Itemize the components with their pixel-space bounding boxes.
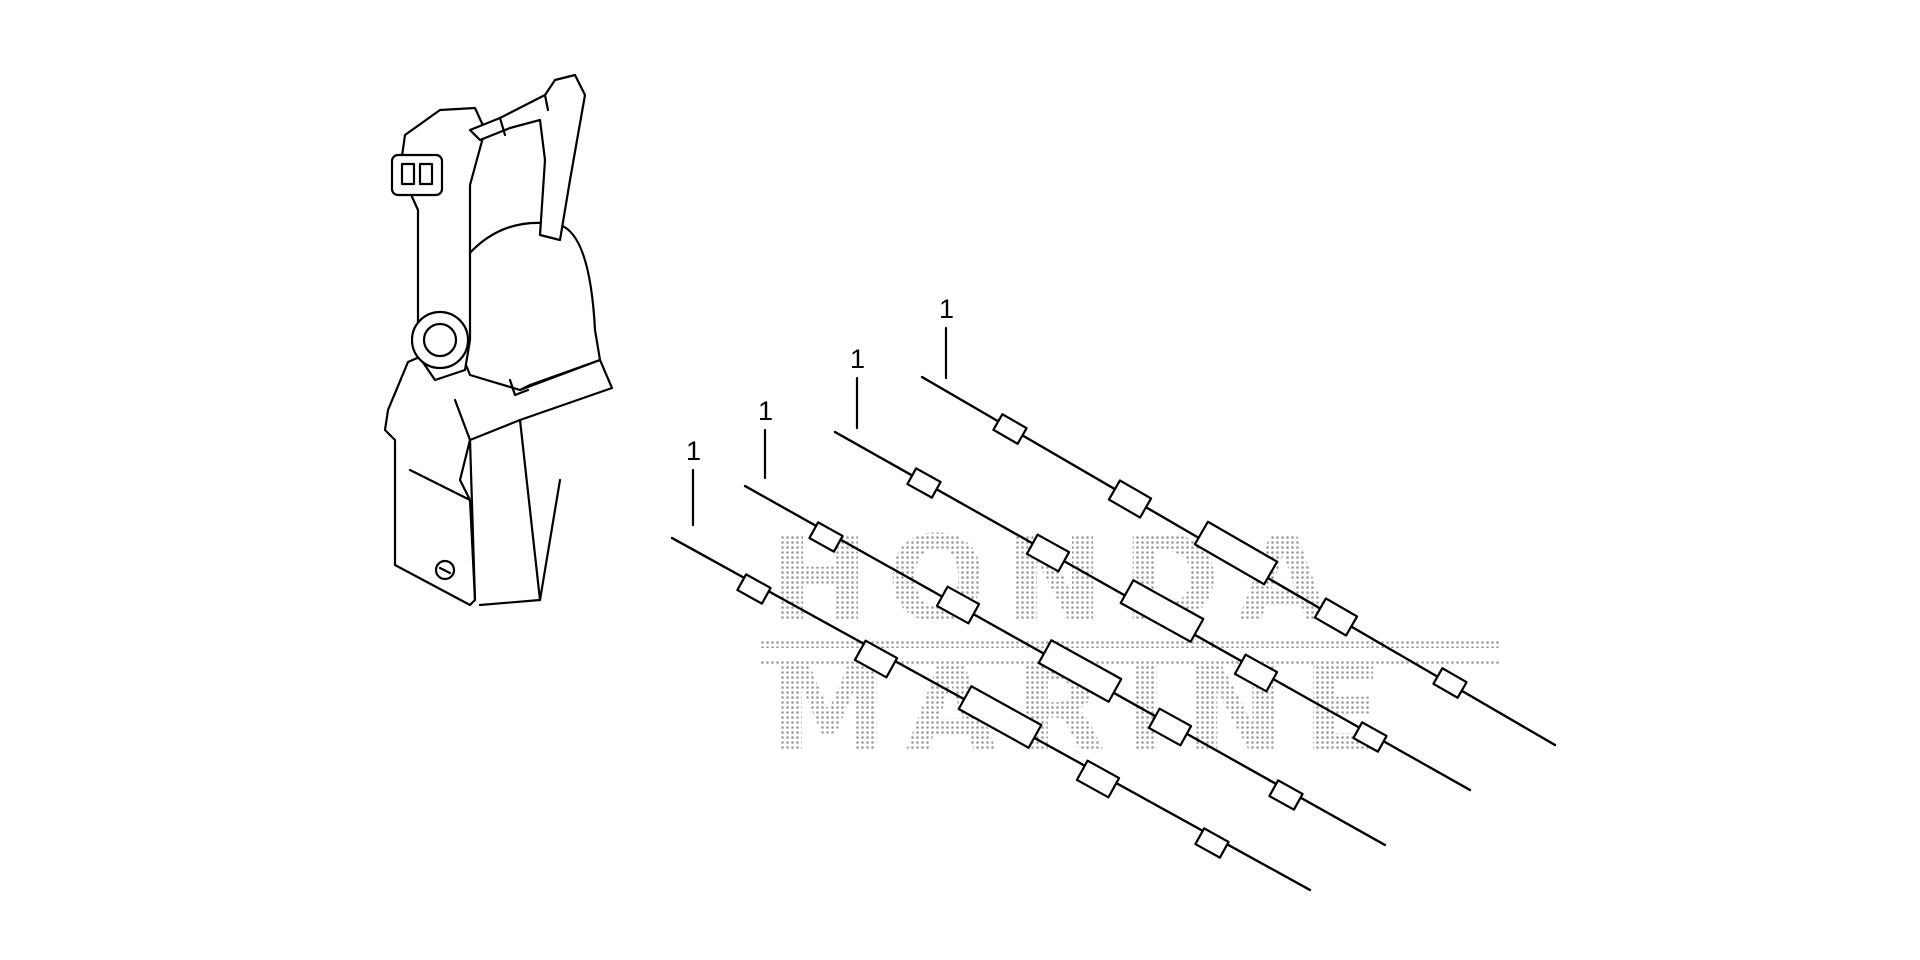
watermark: HONDA MARINE: [760, 510, 1500, 778]
callout-label: 1: [850, 344, 865, 374]
watermark-line1: HONDA: [770, 510, 1347, 648]
watermark-rule-bottom: [760, 660, 1500, 666]
callout: 1: [850, 344, 865, 430]
callout-label: 1: [758, 396, 773, 426]
callout: 1: [686, 436, 701, 527]
control-cable: [743, 484, 1387, 847]
callouts: 1 1 1 1: [686, 294, 954, 527]
callout-label: 1: [686, 436, 701, 466]
control-cable: [920, 375, 1557, 747]
control-cable: [833, 430, 1472, 792]
control-cable: [670, 536, 1312, 892]
callout: 1: [758, 396, 773, 480]
control-cables: [670, 375, 1557, 892]
callout-label: 1: [939, 294, 954, 324]
callout: 1: [939, 294, 954, 380]
watermark-rule-top: [760, 640, 1500, 648]
remote-control-box: [383, 73, 614, 607]
